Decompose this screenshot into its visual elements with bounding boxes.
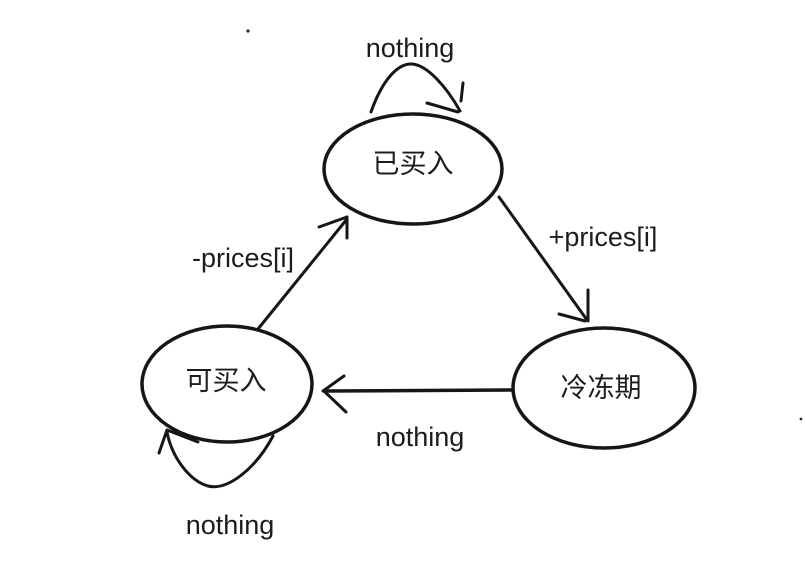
edge-bought-to-cooldown-label: +prices[i]	[549, 222, 658, 252]
edge-can-buy-to-bought-arrowhead	[317, 215, 349, 229]
self-loop-can-buy-label: nothing	[186, 510, 275, 540]
self-loop-can-buy-curve	[165, 430, 275, 489]
self-loop-bought-label: nothing	[366, 33, 455, 63]
state-bought-ellipse	[322, 112, 504, 226]
state-cooldown-label: 冷冻期	[561, 373, 642, 403]
edge-can-buy-to-bought-label: -prices[i]	[192, 243, 294, 273]
stray-dot	[246, 29, 250, 33]
state-can-buy-label: 可买入	[186, 366, 267, 396]
self-loop-bought-curve	[369, 62, 462, 114]
self-loop-can-buy-arrowhead	[165, 428, 200, 444]
stray-dot	[799, 417, 803, 421]
self-loop-bought-arrowhead	[425, 101, 460, 114]
state-cooldown-ellipse	[511, 326, 697, 450]
edge-cooldown-to-can-buy-arrowhead	[321, 374, 346, 393]
state-can-buy-ellipse	[140, 324, 314, 444]
self-loop-bought-arrowhead	[459, 81, 465, 103]
edge-bought-to-cooldown-arrowhead	[557, 312, 587, 323]
edge-can-buy-to-bought	[256, 217, 349, 331]
edge-bought-to-cooldown	[497, 195, 589, 322]
edge-cooldown-to-can-buy-arrowhead	[323, 390, 348, 414]
self-loop-can-buy-arrowhead	[157, 428, 169, 455]
state-bought-label: 已买入	[373, 149, 454, 179]
edge-cooldown-to-can-buy	[323, 388, 514, 393]
edge-cooldown-to-can-buy-label: nothing	[376, 422, 465, 452]
